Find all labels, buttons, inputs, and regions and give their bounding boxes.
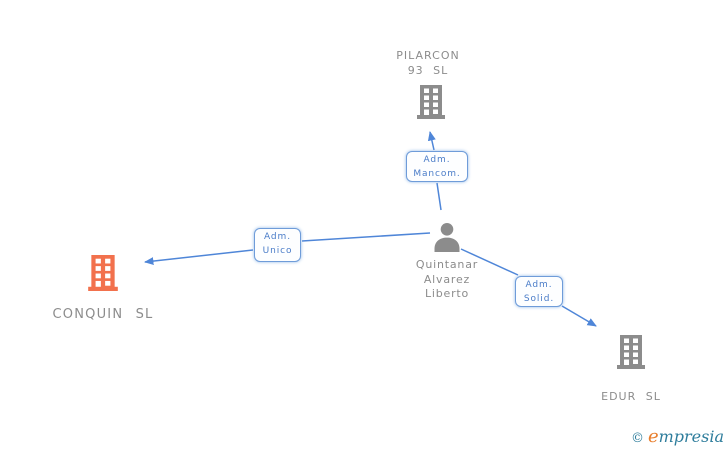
relation-label-adm-unico: Adm. Unico [254,228,301,262]
edge-unico-box-to-conquin [144,249,254,266]
edge-person-to-mancom-box [436,182,442,211]
edge-person-to-solid-box [460,248,519,276]
person-label-quintanar[interactable]: Quintanar Alvarez Liberto [415,258,479,300]
copyright-symbol: © [630,431,644,446]
company-label-edur[interactable]: EDUR SL [601,390,661,403]
edge-person-to-unico-box [301,232,431,242]
brand-rest: mpresia [658,427,724,446]
edge-solid-box-to-edur [561,305,597,327]
empresia-logo[interactable]: ©empresia [631,426,724,447]
building-icon[interactable] [617,335,645,373]
relation-label-adm-mancom: Adm. Mancom. [406,151,468,182]
edge-mancom-box-to-pilarcon [427,131,436,151]
brand-initial: e [647,426,659,447]
company-label-conquin[interactable]: CONQUIN SL [52,307,154,322]
relation-label-adm-solid: Adm. Solid. [515,276,563,307]
person-icon[interactable] [432,222,462,256]
building-icon[interactable] [417,85,445,123]
building-icon[interactable] [88,255,118,295]
